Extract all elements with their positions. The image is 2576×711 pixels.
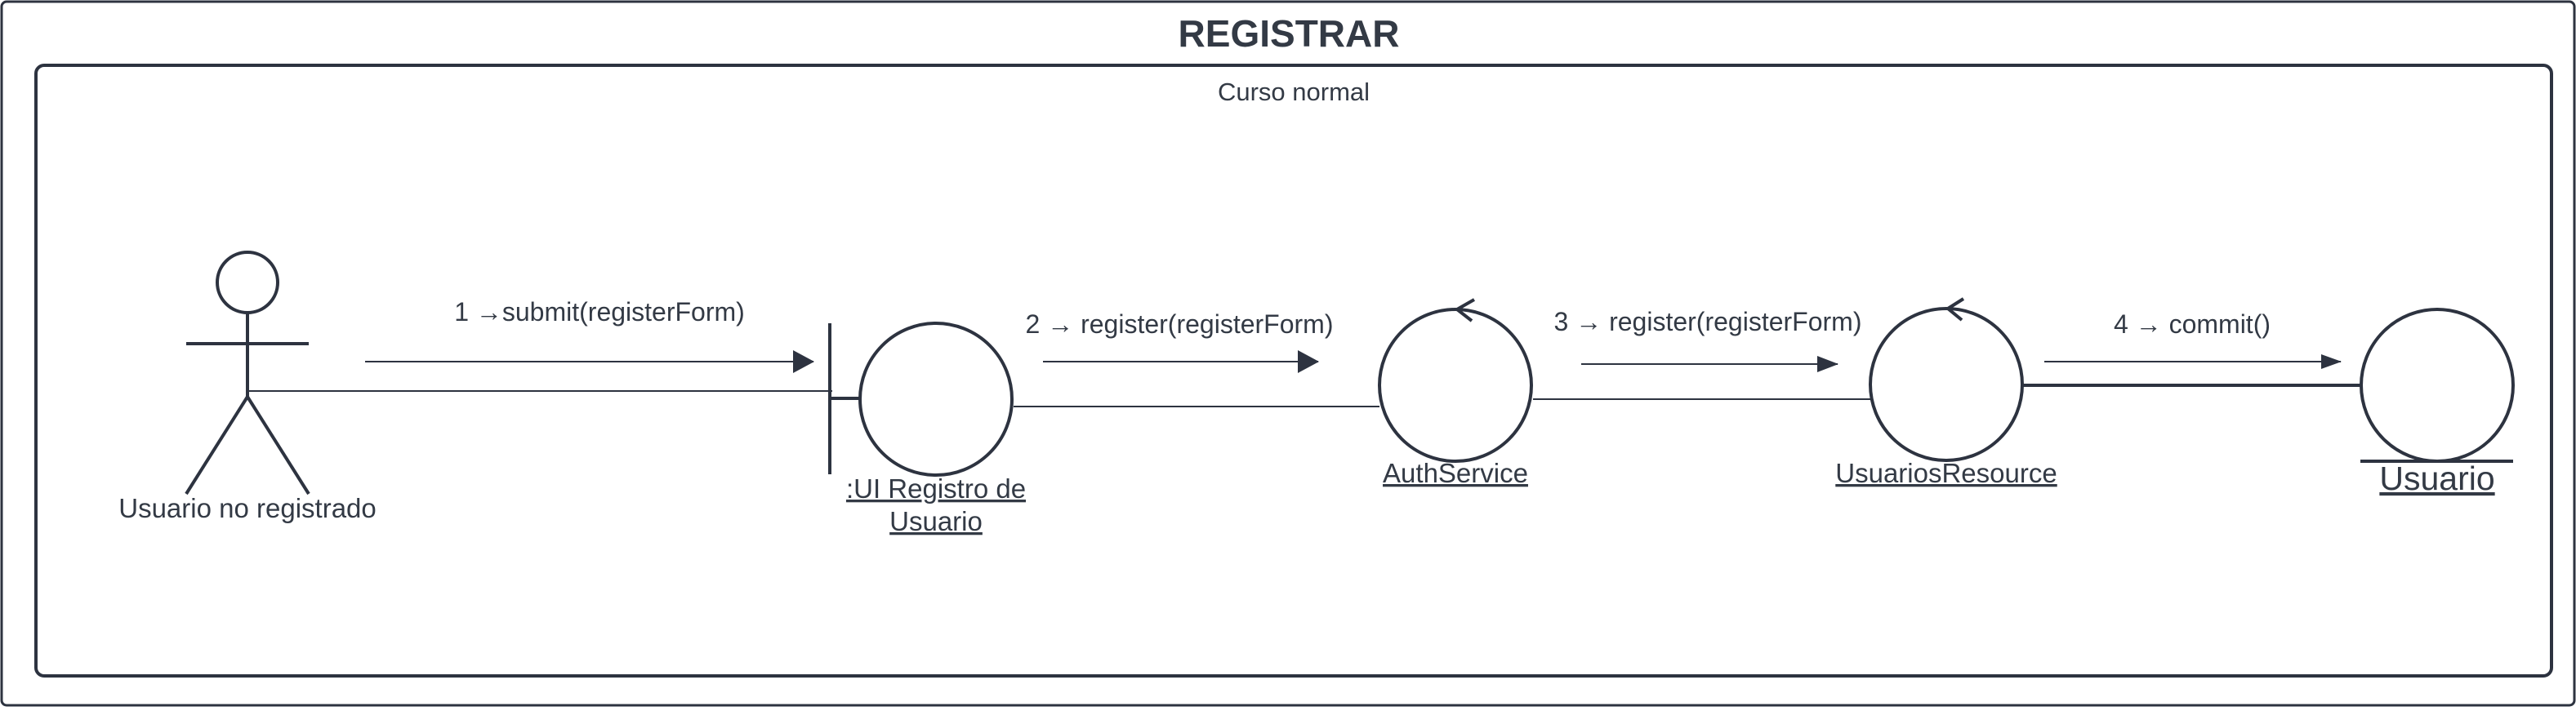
message-2: 2 → register(registerForm) [1026, 309, 1334, 373]
message-1: 1 →submit(registerForm) [365, 297, 814, 373]
message-3: 3 → register(registerForm) [1554, 307, 1862, 372]
scenario-subtitle: Curso normal [1218, 78, 1370, 106]
actor-icon [185, 251, 310, 495]
auth-service-control-icon [1378, 298, 1533, 463]
usuarios-resource-label: UsuariosResource [1835, 458, 2057, 488]
message-4-arrowhead [2321, 354, 2342, 369]
actor-label: Usuario no registrado [118, 493, 377, 523]
usuario-entity-icon [2360, 308, 2515, 463]
message-4: 4 → commit() [2044, 309, 2342, 369]
message-4-label: 4 → commit() [2114, 309, 2271, 339]
boundary-label-line1: :UI Registro de [846, 473, 1026, 504]
message-3-arrowhead [1817, 356, 1838, 372]
usuarios-resource-control-icon [1869, 297, 2024, 462]
message-1-label: 1 →submit(registerForm) [454, 297, 745, 327]
boundary-icon [828, 322, 1014, 477]
message-2-arrowhead [1298, 350, 1319, 373]
diagram-title: REGISTRAR [1179, 12, 1400, 55]
inner-frame [34, 64, 2553, 678]
auth-service-label: AuthService [1383, 458, 1528, 488]
usuario-entity-label: Usuario [2379, 460, 2494, 497]
message-3-label: 3 → register(registerForm) [1554, 307, 1862, 336]
message-1-arrowhead [793, 350, 814, 373]
message-2-label: 2 → register(registerForm) [1026, 309, 1334, 339]
boundary-label-line2: Usuario [889, 506, 983, 536]
